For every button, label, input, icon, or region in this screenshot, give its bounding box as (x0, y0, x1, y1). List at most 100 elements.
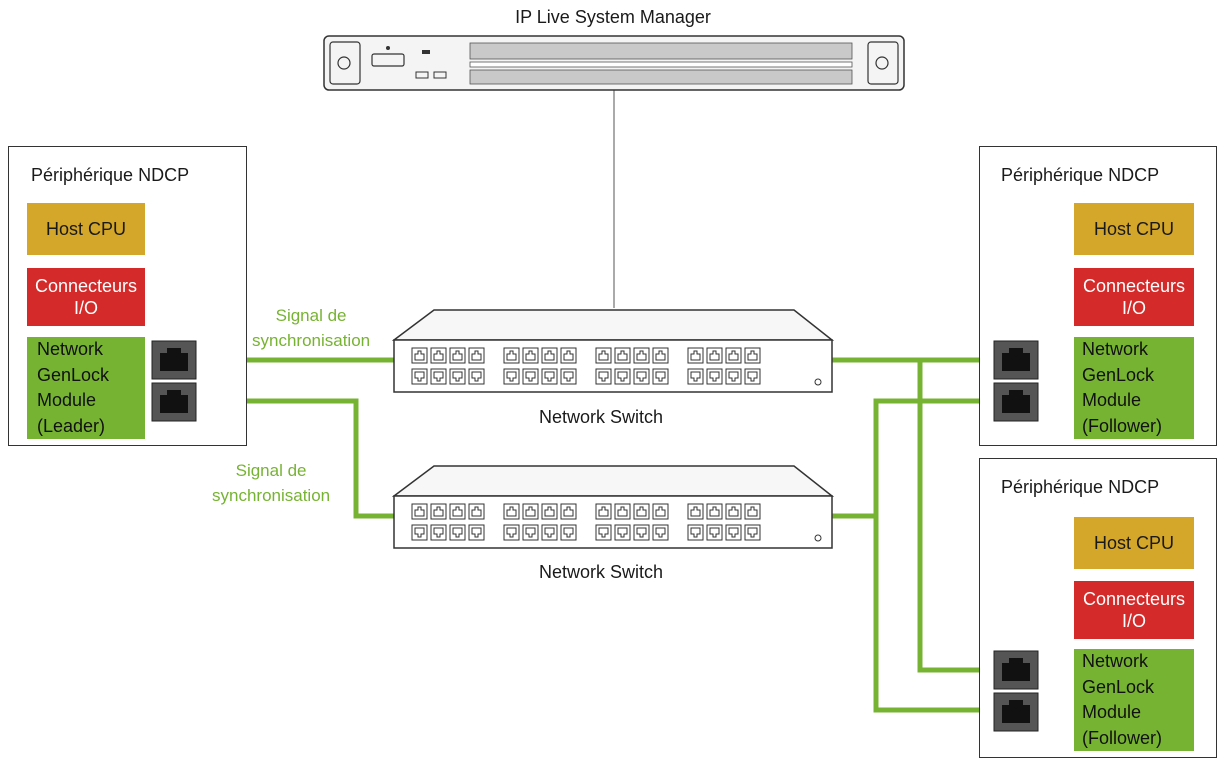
sync-signal-label-2: Signal de synchronisation (212, 458, 330, 508)
module-line: (Follower) (1082, 727, 1163, 748)
switch-port-jack (728, 350, 739, 361)
sync-label-line2: synchronisation (212, 486, 331, 505)
manager-title: IP Live System Manager (515, 7, 711, 27)
rack-server-icon (323, 35, 905, 91)
host-cpu-block: Host CPU (27, 203, 145, 255)
sync-label-line1: Signal de (235, 461, 307, 480)
switch-port-jack (452, 506, 463, 517)
switch-port-jack (414, 506, 425, 517)
switch-port (430, 347, 447, 364)
module-line: Module (1082, 390, 1142, 410)
switch-port-jack (452, 527, 463, 538)
switch-port (411, 368, 428, 385)
sync-label-line1: Signal de (275, 306, 347, 325)
io-connectors-block: Connecteurs I/O (1074, 581, 1194, 639)
switch-port-jack (728, 371, 739, 382)
switch-port-jack (636, 350, 647, 361)
switch-2-label: Network Switch (539, 562, 664, 582)
switch-port (706, 347, 723, 364)
io-label-line1: Connecteurs (1082, 276, 1186, 296)
module-line: GenLock (37, 364, 110, 385)
switch-port-jack (598, 527, 609, 538)
switch-port (522, 347, 539, 364)
switch-port-jack (563, 527, 574, 538)
switch-port (560, 503, 577, 520)
switch-port (706, 503, 723, 520)
switch-1-label: Network Switch (539, 407, 664, 427)
switch-port (614, 368, 631, 385)
switch-port-jack (709, 527, 720, 538)
ethernet-port-icon (993, 692, 1039, 732)
switch-port-jack (655, 506, 666, 517)
switch-port-jack (598, 350, 609, 361)
switch-port (687, 347, 704, 364)
leader-sync-line-2 (196, 398, 398, 519)
switch-port-jack (617, 506, 628, 517)
switch-port (449, 368, 466, 385)
io-connectors-block: Connecteurs I/O (27, 268, 145, 326)
switch-port-jack (544, 350, 555, 361)
sync-label-line2: synchronisation (252, 331, 371, 350)
switch-port (503, 524, 520, 541)
switch-port-jack (728, 506, 739, 517)
switch-port (430, 368, 447, 385)
switch2-to-follower2 (873, 516, 993, 713)
switch-port (449, 524, 466, 541)
ethernet-port-icon (151, 382, 197, 422)
switch-port (744, 347, 761, 364)
ethernet-port-icon (993, 382, 1039, 422)
switch-port-jack (471, 350, 482, 361)
switch-port (430, 503, 447, 520)
switch-port (411, 524, 428, 541)
ethernet-ports-follower-1 (993, 340, 1039, 422)
switch-port-jack (452, 371, 463, 382)
switch-port (725, 347, 742, 364)
switch-port (633, 503, 650, 520)
switch-port-jack (563, 371, 574, 382)
switch-port (522, 368, 539, 385)
module-line: GenLock (1082, 364, 1155, 385)
switch-port (503, 503, 520, 520)
switch-port-jack (414, 527, 425, 538)
module-line: Module (37, 390, 97, 410)
switch-port (468, 503, 485, 520)
switch-port-jack (414, 371, 425, 382)
switch-port (449, 503, 466, 520)
ethernet-ports-follower-2 (993, 650, 1039, 732)
switch-port-jack (506, 350, 517, 361)
switch-port-jack (598, 506, 609, 517)
switch-port-jack (525, 371, 536, 382)
switch-port (725, 368, 742, 385)
switch-port (687, 503, 704, 520)
sync-signal-label-1: Signal de synchronisation (252, 303, 370, 353)
switch-port-jack (525, 527, 536, 538)
switch-port (503, 368, 520, 385)
switch-port (522, 503, 539, 520)
switch-port-jack (747, 506, 758, 517)
module-line: Network (1082, 651, 1149, 671)
io-label-line2: I/O (73, 298, 98, 318)
io-label-line2: I/O (1121, 611, 1146, 631)
switch-port-jack (617, 527, 628, 538)
switch-port-jack (728, 527, 739, 538)
switch-port (725, 503, 742, 520)
switch-port-jack (563, 350, 574, 361)
switch-port (633, 368, 650, 385)
switch-port-jack (709, 350, 720, 361)
switch-port-jack (563, 506, 574, 517)
switch-port (541, 347, 558, 364)
switch-port (468, 524, 485, 541)
switch-port-jack (471, 371, 482, 382)
switch-port (614, 503, 631, 520)
switch-port-jack (709, 371, 720, 382)
ethernet-ports-leader (151, 340, 197, 422)
switch-port (744, 503, 761, 520)
module-line: Network (1082, 339, 1149, 359)
switch-port (449, 347, 466, 364)
switch-port (541, 524, 558, 541)
device-title: Périphérique NDCP (31, 165, 190, 185)
switch-port (541, 368, 558, 385)
switch-port-jack (452, 350, 463, 361)
switch-port-jack (690, 506, 701, 517)
